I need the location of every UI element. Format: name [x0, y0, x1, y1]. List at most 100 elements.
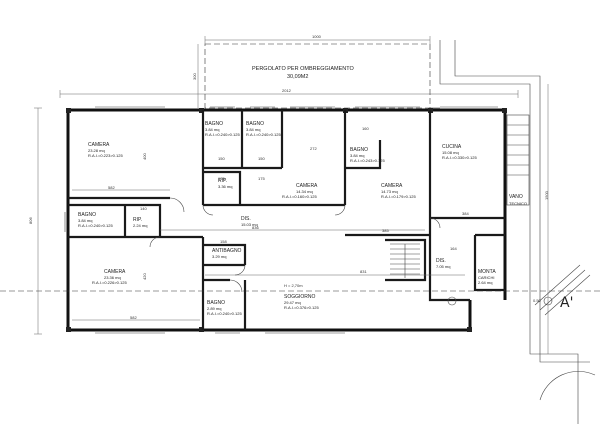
- svg-text:RIP.: RIP.: [218, 178, 227, 184]
- room-bagno-2: BAGNO 3.84 mq R.A.I.=0.240>0.125: [246, 121, 281, 137]
- dim-175a: 175: [218, 176, 225, 181]
- svg-text:R.A.I.=0.240>0.125: R.A.I.=0.240>0.125: [246, 132, 281, 137]
- dim-150a: 150: [218, 156, 225, 161]
- svg-text:RIP.: RIP.: [133, 217, 142, 223]
- doors: [149, 197, 441, 293]
- room-cucina: CUCINA 15.08 mq R.A.I.=0.330>0.125: [442, 144, 477, 160]
- svg-text:CUCINA: CUCINA: [442, 144, 462, 150]
- interior-walls: [68, 110, 505, 330]
- room-bagno-5: BAGNO 2.89 mq R.A.I.=0.240>0.125: [207, 300, 242, 316]
- svg-text:23.36 mq: 23.36 mq: [104, 275, 121, 280]
- svg-text:SOGGIORNO: SOGGIORNO: [284, 294, 316, 300]
- room-montacarichi: MONTA CARICHI 2.64 mq: [478, 269, 496, 285]
- room-bagno-4: BAGNO 3.84 mq R.A.I.=0.240>0.125: [78, 212, 113, 228]
- dim-384: 384: [462, 211, 469, 216]
- room-bagno-3: BAGNO 3.84 mq R.A.I.=0.243>0.125: [350, 147, 385, 163]
- interior-dimensions: 582 582 836 831 150 150 175 175 272 385 …: [72, 126, 469, 321]
- svg-text:TECNICO: TECNICO: [509, 201, 527, 206]
- dim-582-top: 582: [108, 185, 115, 190]
- svg-text:14.73 mq: 14.73 mq: [381, 189, 398, 194]
- svg-text:15.08 mq: 15.08 mq: [442, 150, 459, 155]
- windows: [64, 106, 498, 334]
- svg-text:3.29 mq: 3.29 mq: [212, 254, 226, 259]
- dim-bottom-ref: 0.50: [533, 298, 542, 303]
- svg-text:R.A.I.=0.376>0.125: R.A.I.=0.376>0.125: [284, 305, 319, 310]
- svg-text:2.24 mq: 2.24 mq: [133, 223, 147, 228]
- svg-text:14.34 mq: 14.34 mq: [296, 189, 313, 194]
- svg-text:2.89 mq: 2.89 mq: [207, 306, 221, 311]
- svg-text:3.84 mq: 3.84 mq: [205, 127, 219, 132]
- svg-text:MONTA: MONTA: [478, 269, 496, 275]
- svg-text:CAMERA: CAMERA: [381, 183, 403, 189]
- svg-text:CAMERA: CAMERA: [88, 142, 110, 148]
- room-vano-tecnico: VANO TECNICO: [509, 194, 527, 206]
- svg-text:R.A.I.=0.243>0.125: R.A.I.=0.243>0.125: [350, 158, 385, 163]
- svg-text:7.05 mq: 7.05 mq: [436, 264, 450, 269]
- stairs: [390, 114, 596, 401]
- svg-text:BAGNO: BAGNO: [246, 121, 264, 127]
- section-line: A' 0.50: [0, 290, 600, 311]
- svg-text:R.A.I.=0.179>0.125: R.A.I.=0.179>0.125: [381, 194, 416, 199]
- room-rip-1: RIP. 3.36 mq: [218, 178, 232, 189]
- room-camera-4: CAMERA 23.36 mq R.A.I.=0.226>0.125: [92, 269, 127, 285]
- svg-text:ANTIBAGNO: ANTIBAGNO: [212, 248, 242, 254]
- svg-text:R.A.I.=0.240>0.125: R.A.I.=0.240>0.125: [205, 132, 240, 137]
- svg-text:VANO: VANO: [509, 194, 523, 200]
- dim-420: 420: [142, 273, 147, 280]
- svg-text:BAGNO: BAGNO: [205, 121, 223, 127]
- dimension-top: 1000 2012 300: [59, 34, 519, 108]
- svg-text:23.28 mq: 23.28 mq: [88, 148, 105, 153]
- room-antibagno: ANTIBAGNO 3.29 mq: [212, 248, 242, 259]
- room-dis-1: DIS. 15.03 mq: [241, 216, 258, 227]
- svg-text:3.36 mq: 3.36 mq: [218, 184, 232, 189]
- svg-text:29.47 mq: 29.47 mq: [284, 300, 301, 305]
- right-boundary: 1500: [430, 40, 590, 424]
- svg-text:R.A.I.=0.223>0.125: R.A.I.=0.223>0.125: [88, 153, 123, 158]
- room-camera-3: CAMERA 14.73 mq R.A.I.=0.179>0.125: [381, 183, 416, 199]
- dim-overall: 2012: [282, 88, 292, 93]
- svg-text:R.A.I.=0.160>0.125: R.A.I.=0.160>0.125: [282, 194, 317, 199]
- svg-text:BAGNO: BAGNO: [78, 212, 96, 218]
- room-camera-2: CAMERA 14.34 mq R.A.I.=0.160>0.125: [282, 183, 318, 199]
- svg-text:CAMERA: CAMERA: [104, 269, 126, 275]
- dim-160: 160: [362, 126, 369, 131]
- svg-text:CARICHI: CARICHI: [478, 275, 494, 280]
- svg-text:BAGNO: BAGNO: [350, 147, 368, 153]
- svg-text:CAMERA: CAMERA: [296, 183, 318, 189]
- svg-text:R.A.I.=0.240>0.125: R.A.I.=0.240>0.125: [207, 311, 242, 316]
- dim-140: 140: [140, 206, 147, 211]
- room-labels: CAMERA 23.28 mq R.A.I.=0.223>0.125 BAGNO…: [78, 121, 527, 316]
- svg-text:15.03 mq: 15.03 mq: [241, 222, 258, 227]
- room-dis-2: DIS. 7.05 mq: [436, 258, 450, 269]
- dim-top-overall: 1000: [312, 34, 322, 39]
- dim-158: 158: [220, 239, 227, 244]
- svg-text:3.84 mq: 3.84 mq: [246, 127, 260, 132]
- section-label: A': [560, 295, 573, 311]
- svg-text:R.A.I.=0.330>0.125: R.A.I.=0.330>0.125: [442, 155, 477, 160]
- pergolato-title: PERGOLATO PER OMBREGGIAMENTO: [252, 66, 354, 72]
- svg-text:DIS.: DIS.: [436, 258, 446, 264]
- room-rip-2: RIP. 2.24 mq: [133, 217, 147, 228]
- dim-175b: 175: [258, 176, 265, 181]
- room-camera-1: CAMERA 23.28 mq R.A.I.=0.223>0.125: [88, 142, 123, 158]
- svg-text:3.84 mq: 3.84 mq: [78, 218, 92, 223]
- dim-272: 272: [310, 146, 317, 151]
- dim-164: 164: [450, 246, 457, 251]
- svg-text:BAGNO: BAGNO: [207, 300, 225, 306]
- dim-831: 831: [360, 269, 367, 274]
- dim-836: 836: [252, 225, 259, 230]
- dim-400: 400: [142, 153, 147, 160]
- svg-text:3.84 mq: 3.84 mq: [350, 153, 364, 158]
- dim-right-height: 1500: [544, 190, 549, 200]
- pergolato: PERGOLATO PER OMBREGGIAMENTO 30,09M2: [204, 43, 431, 109]
- svg-text:R.A.I.=0.240>0.125: R.A.I.=0.240>0.125: [78, 223, 113, 228]
- room-soggiorno: SOGGIORNO 29.47 mq R.A.I.=0.376>0.125: [284, 294, 319, 310]
- pergolato-area: 30,09M2: [287, 74, 308, 80]
- dim-left-height: 806: [28, 217, 33, 224]
- dim-582-bottom: 582: [130, 315, 137, 320]
- svg-text:DIS.: DIS.: [241, 216, 251, 222]
- dimension-left: 806: [28, 107, 42, 335]
- svg-text:R.A.I.=0.226>0.125: R.A.I.=0.226>0.125: [92, 280, 127, 285]
- dim-150b: 150: [258, 156, 265, 161]
